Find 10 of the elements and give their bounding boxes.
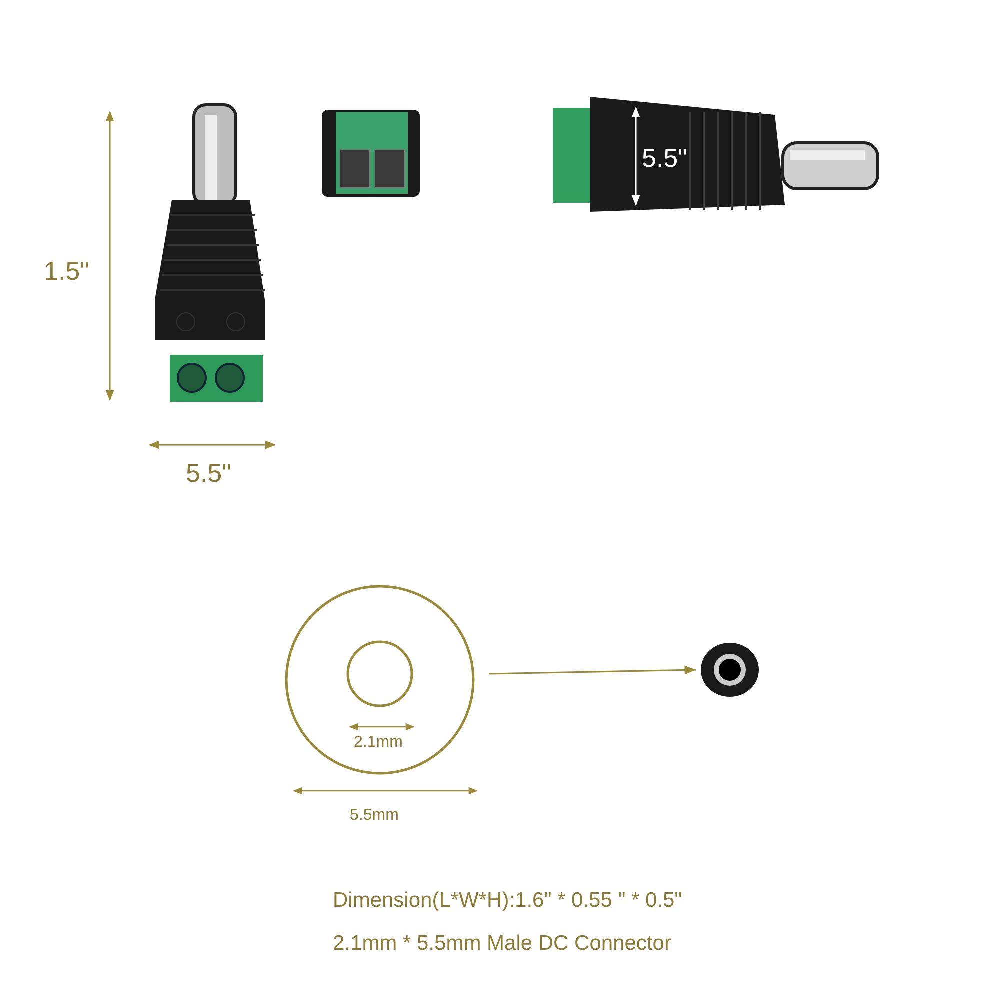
product-description: 2.1mm * 5.5mm Male DC Connector — [333, 933, 672, 954]
dimension-label: 5.5mm — [350, 808, 399, 824]
specification-text: Dimension(L*W*H):1.6" * 0.55 " * 0.5" — [333, 890, 682, 911]
dimension-label: 1.5" — [44, 258, 90, 284]
connector-outline-circle — [285, 585, 475, 775]
dimension-label: 5.5" — [186, 460, 232, 486]
dc-plug-end-drawing — [700, 642, 760, 698]
dimension-label: 2.1mm — [354, 735, 403, 751]
arrow — [488, 666, 696, 675]
dimension-label: 5.5" — [642, 145, 688, 171]
